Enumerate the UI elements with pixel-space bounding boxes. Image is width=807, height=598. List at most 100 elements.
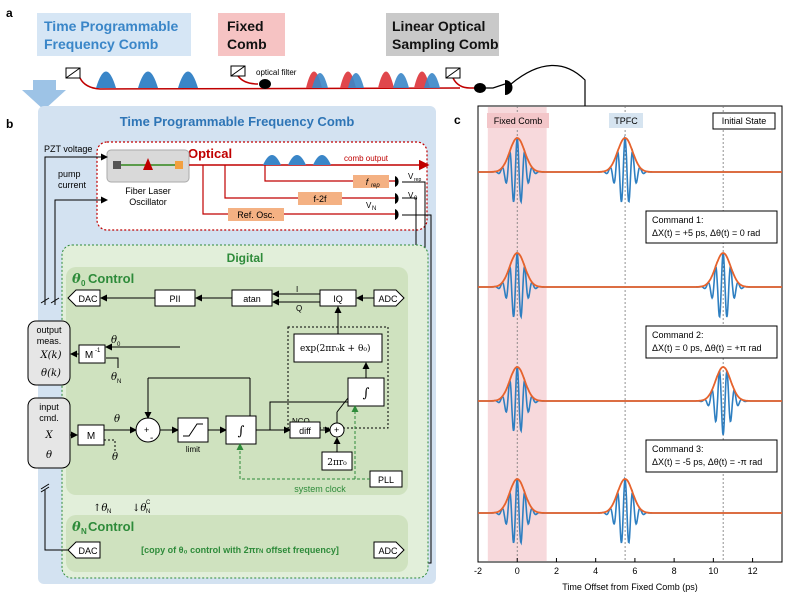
svg-text:-1: -1 — [95, 348, 101, 354]
tpfc-pulse-7 — [424, 73, 440, 88]
svg-text:M: M — [87, 431, 95, 442]
combined-pulses — [306, 71, 440, 88]
x-tick-label-7: 12 — [748, 566, 758, 576]
svg-text:I: I — [296, 285, 298, 294]
panel-b: b Time Programmable Frequency Comb Optic… — [6, 106, 436, 584]
command-3-box — [645, 439, 778, 473]
svg-text:ADC: ADC — [378, 294, 398, 304]
svg-text:Command 3:: Command 3: — [652, 444, 704, 454]
envelope-trace-4 — [478, 478, 782, 514]
svg-text:ADC: ADC — [378, 546, 398, 556]
svg-text:θ: θ — [72, 520, 81, 535]
tpfc-label-line2: Frequency Comb — [44, 36, 158, 52]
svg-text:↓θ: ↓θ — [132, 503, 146, 514]
fixed-pulse-3 — [378, 71, 394, 88]
svg-text:∫: ∫ — [238, 424, 245, 439]
svg-text:C: C — [146, 500, 151, 506]
x-tick-label-5: 8 — [672, 566, 677, 576]
svg-text:∫: ∫ — [363, 386, 370, 401]
exp-block — [293, 333, 383, 363]
svg-text:atan: atan — [243, 294, 261, 304]
command-2-box — [645, 325, 778, 359]
svg-text:0: 0 — [117, 342, 121, 348]
copy-text: [copy of θ₀ control with 2πrN offset fre… — [141, 545, 339, 555]
command-1-box — [645, 210, 778, 244]
x-tick-label-1: 0 — [515, 566, 520, 576]
svg-text:θ: θ — [72, 272, 81, 287]
svg-text:f: f — [366, 177, 370, 187]
svg-text:M: M — [85, 350, 93, 361]
tpfc-pulse-4 — [312, 73, 328, 88]
nco-integrator — [347, 377, 385, 407]
los-label-line2: Sampling Comb — [392, 36, 499, 52]
system-clock-line — [236, 443, 370, 480]
svg-text:Command 2:: Command 2: — [652, 330, 704, 340]
fixed-comb-label-box — [218, 13, 285, 56]
comb-output-label: comb output — [344, 154, 389, 163]
panel-a: a Time Programmable Frequency Comb Fixed… — [6, 6, 586, 110]
ref-osc-box — [228, 208, 284, 221]
svg-text:θ(k): θ(k) — [41, 368, 61, 379]
svg-text:Q: Q — [296, 304, 302, 313]
x-tick-label-4: 6 — [632, 566, 637, 576]
optical-filter — [259, 79, 271, 89]
fixed-comb-tag — [487, 113, 549, 128]
digital-title: Digital — [227, 251, 264, 265]
pzt-voltage-label: PZT voltage — [44, 144, 92, 154]
svg-text:rep: rep — [371, 183, 380, 189]
plot-area — [478, 106, 782, 562]
detector-vn — [395, 209, 399, 220]
tpfc-pulse-2 — [138, 71, 158, 88]
thetaN-control-title: Control — [88, 519, 134, 534]
fiber-ellipse — [474, 83, 486, 93]
svg-text:θ: θ — [112, 452, 118, 463]
svg-text:V: V — [366, 201, 372, 210]
detector-cable — [510, 64, 586, 110]
svg-text:limit: limit — [186, 445, 201, 454]
svg-text:rep: rep — [414, 177, 421, 183]
pump-current-label-2: current — [58, 180, 87, 190]
svg-text:↑θ: ↑θ — [93, 503, 107, 514]
pump-current-label-1: pump — [58, 169, 81, 179]
fiber-laser-label-1: Fiber Laser — [125, 186, 171, 196]
photodetector-a — [505, 80, 513, 95]
dac-bottom — [67, 541, 101, 559]
svg-text:Initial State: Initial State — [722, 116, 767, 126]
adc-top — [373, 289, 405, 307]
optical-title: Optical — [188, 146, 232, 161]
tpfc-pulses — [96, 71, 198, 88]
tpfc-tag — [609, 113, 643, 128]
fixed-comb-label-line2: Comb — [227, 36, 267, 52]
x-tick-label-6: 10 — [708, 566, 718, 576]
svg-text:2πr₀: 2πr₀ — [327, 458, 347, 468]
svg-text:DAC: DAC — [78, 546, 98, 556]
exp-label: exp(2πr₀k + θ₀) — [300, 343, 370, 354]
svg-text:X: X — [44, 430, 53, 441]
adc-bottom — [373, 541, 405, 559]
envelope-trace-3 — [478, 366, 782, 402]
m-block — [77, 424, 105, 446]
svg-text:+: + — [144, 425, 149, 435]
svg-text:θ: θ — [46, 450, 52, 461]
svg-text:ΔX(t) = +5 ps, Δθ(t) = 0 rad: ΔX(t) = +5 ps, Δθ(t) = 0 rad — [652, 228, 760, 238]
frep-box — [353, 175, 389, 188]
svg-text:ΔX(t) = 0 ps, Δθ(t) = +π rad: ΔX(t) = 0 ps, Δθ(t) = +π rad — [652, 343, 762, 353]
theta0-control-title: Control — [88, 271, 134, 286]
fiber-branch-los — [452, 77, 480, 89]
svg-text:DAC: DAC — [78, 294, 98, 304]
envelope-trace-2 — [478, 252, 782, 288]
system-clock-label: system clock — [294, 484, 346, 494]
panel-c-letter: c — [454, 113, 461, 127]
svg-text:N: N — [372, 206, 376, 212]
svg-text:PII: PII — [169, 294, 180, 304]
svg-text:0: 0 — [81, 279, 86, 288]
svg-text:ΔX(t) = -5 ps, Δθ(t) = -π rad: ΔX(t) = -5 ps, Δθ(t) = -π rad — [652, 457, 762, 467]
x-tick-label-0: -2 — [474, 566, 482, 576]
x-tick-label-3: 4 — [593, 566, 598, 576]
svg-text:PLL: PLL — [378, 475, 394, 485]
svg-text:V: V — [408, 191, 414, 200]
tpfc-pulse-6 — [393, 73, 409, 88]
svg-text:N: N — [107, 509, 111, 515]
svg-text:Command 1:: Command 1: — [652, 215, 704, 225]
